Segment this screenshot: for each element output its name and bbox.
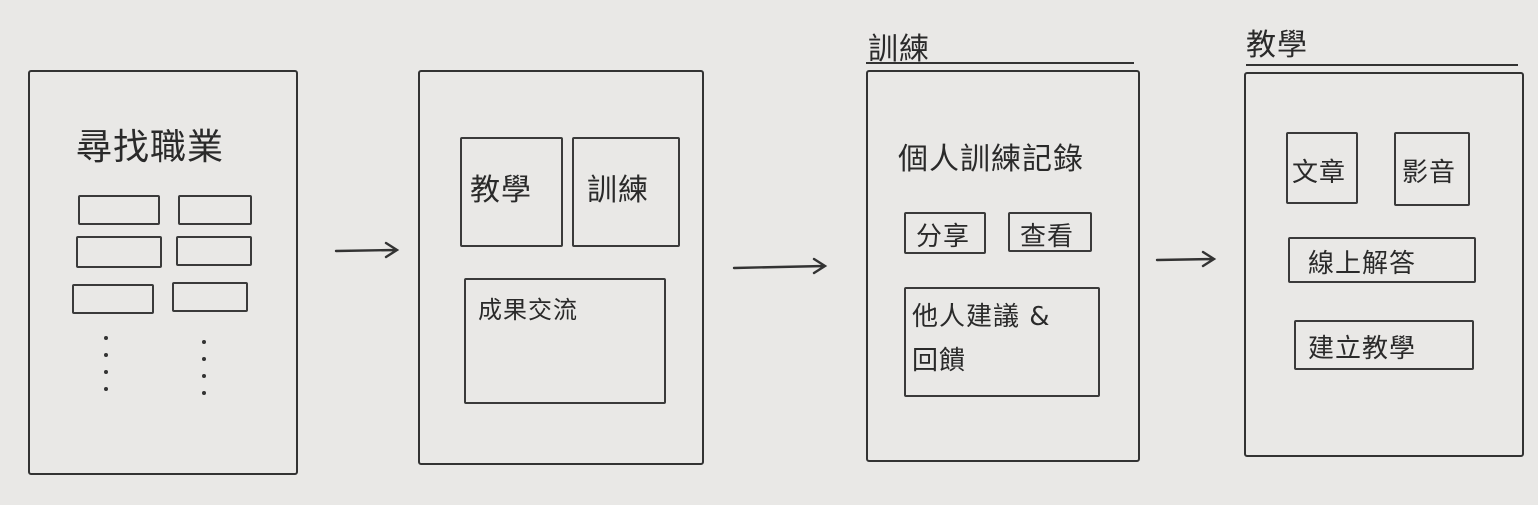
screen-training (866, 70, 1140, 462)
training-label: 訓練 (587, 173, 649, 208)
create-teaching-label: 建立教學 (1308, 334, 1417, 364)
article-button[interactable] (1286, 132, 1358, 204)
personal-training-record-title: 個人訓練記錄 (898, 142, 1084, 177)
list-item[interactable] (72, 284, 154, 314)
arrow-right-icon (732, 257, 828, 275)
screen-find-profession (28, 70, 298, 475)
more-items-indicator (104, 336, 118, 404)
results-exchange-label: 成果交流 (478, 296, 578, 324)
screen-teaching (1244, 72, 1524, 457)
find-profession-title: 尋找職業 (76, 127, 225, 168)
screen-home (418, 70, 704, 465)
heading-underline (866, 62, 1134, 64)
more-items-indicator (202, 340, 216, 408)
share-button[interactable] (904, 212, 986, 254)
list-item[interactable] (178, 195, 252, 225)
video-label: 影音 (1402, 158, 1457, 188)
list-item[interactable] (78, 195, 160, 225)
heading-underline (1246, 64, 1518, 66)
feedback-panel[interactable] (904, 287, 1100, 397)
feedback-label-line2: 回饋 (912, 346, 967, 376)
arrow-right-icon (334, 241, 400, 259)
feedback-label-line1: 他人建議 & (912, 302, 1051, 332)
arrow-right-icon (1155, 250, 1217, 268)
list-item[interactable] (76, 236, 162, 268)
list-item[interactable] (176, 236, 252, 266)
teaching-label: 教學 (470, 173, 532, 208)
results-exchange-panel[interactable] (464, 278, 666, 404)
article-label: 文章 (1292, 158, 1347, 188)
online-qa-label: 線上解答 (1308, 249, 1417, 279)
video-button[interactable] (1394, 132, 1470, 206)
online-qa-button[interactable] (1288, 237, 1476, 283)
share-label: 分享 (916, 222, 971, 252)
view-label: 查看 (1020, 222, 1075, 252)
training-button[interactable] (572, 137, 680, 247)
teaching-screen-heading: 教學 (1246, 28, 1308, 63)
teaching-button[interactable] (460, 137, 563, 247)
training-screen-heading: 訓練 (868, 32, 930, 67)
list-item[interactable] (172, 282, 248, 312)
create-teaching-button[interactable] (1294, 320, 1474, 370)
view-button[interactable] (1008, 212, 1092, 252)
